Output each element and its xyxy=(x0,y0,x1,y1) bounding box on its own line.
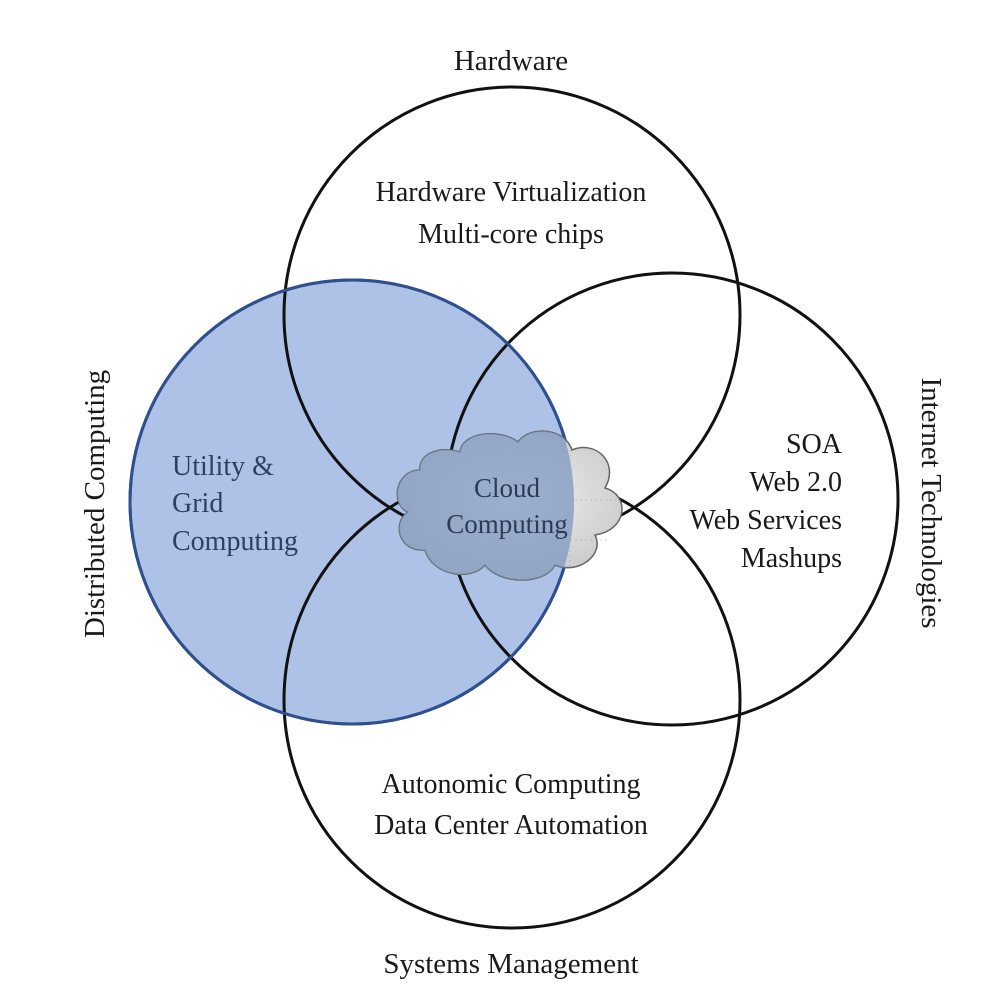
distributed-computing-item: Computing xyxy=(172,526,298,557)
internet-technologies-item: Mashups xyxy=(741,543,842,574)
cloud-icon xyxy=(396,430,623,581)
cloud-computing-label: Computing xyxy=(446,509,568,539)
hardware-item: Hardware Virtualization xyxy=(376,177,647,208)
systems-management-item: Data Center Automation xyxy=(374,810,648,841)
internet-technologies-item: Web Services xyxy=(690,505,842,536)
internet-technologies-item: SOA xyxy=(786,429,843,460)
cloud-computing-label: Cloud xyxy=(474,473,541,503)
label-systems-management: Systems Management xyxy=(383,948,638,980)
label-distributed-computing: Distributed Computing xyxy=(79,370,111,638)
distributed-computing-item: Grid xyxy=(172,488,223,519)
label-internet-technologies: Internet Technologies xyxy=(915,377,947,628)
hardware-item: Multi-core chips xyxy=(418,219,604,250)
distributed-computing-item: Utility & xyxy=(172,451,274,482)
internet-technologies-item: Web 2.0 xyxy=(749,467,842,498)
label-hardware: Hardware xyxy=(454,45,568,77)
systems-management-item: Autonomic Computing xyxy=(382,769,641,800)
